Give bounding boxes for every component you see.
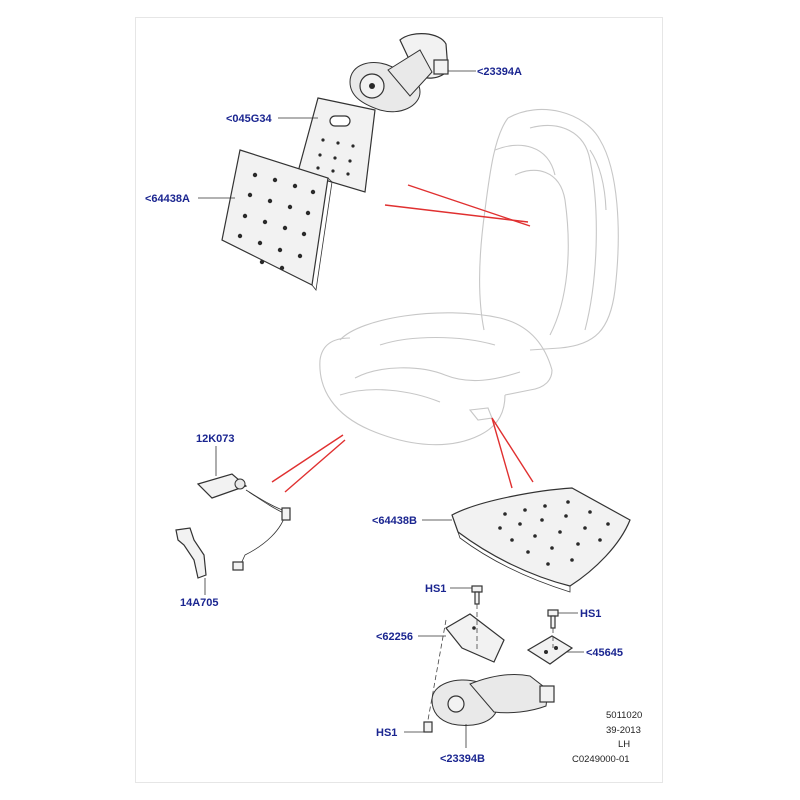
small-plate-part — [526, 635, 584, 665]
seat-outline — [319, 109, 619, 446]
callout-23394b: <23394B — [440, 753, 485, 765]
reference-line-4: C0249000-01 — [572, 754, 630, 765]
pointer-lines — [271, 184, 534, 493]
callout-45645: <45645 — [586, 647, 623, 659]
diagram-frame — [135, 17, 663, 783]
callout-hs1-top: HS1 — [425, 583, 446, 595]
callout-hs1-right: HS1 — [580, 608, 601, 620]
bracket-part — [175, 527, 207, 595]
callout-12k073: 12K073 — [196, 433, 235, 445]
cushion-pad-part — [422, 487, 631, 593]
cushion-pad-holes — [498, 500, 610, 566]
reference-line-2: 39-2013 — [606, 725, 641, 736]
callout-23394a-top: <23394A — [477, 66, 522, 78]
reference-line-1: 5011020 — [606, 710, 642, 721]
callout-hs1-bottom: HS1 — [376, 727, 397, 739]
callout-14a705: 14A705 — [180, 597, 219, 609]
mesh-pad-part — [278, 97, 376, 193]
screws — [404, 585, 578, 733]
sensor-harness-part — [196, 446, 291, 571]
blower-motor-bottom-part — [431, 673, 555, 748]
reference-line-3: LH — [618, 739, 630, 750]
back-pad-holes — [237, 172, 316, 271]
plate-part — [418, 613, 505, 663]
callout-labels: <23394A <045G34 <64438A 12K073 14A705 <6… — [145, 66, 623, 765]
callout-64438a: <64438A — [145, 193, 190, 205]
callout-64438b: <64438B — [372, 515, 417, 527]
callout-045g34: <045G34 — [226, 113, 272, 125]
reference-block: 5011020 39-2013 LH C0249000-01 — [572, 710, 642, 765]
callout-62256: <62256 — [376, 631, 413, 643]
blower-motor-top-part — [349, 33, 476, 113]
back-pad-part — [198, 149, 333, 291]
